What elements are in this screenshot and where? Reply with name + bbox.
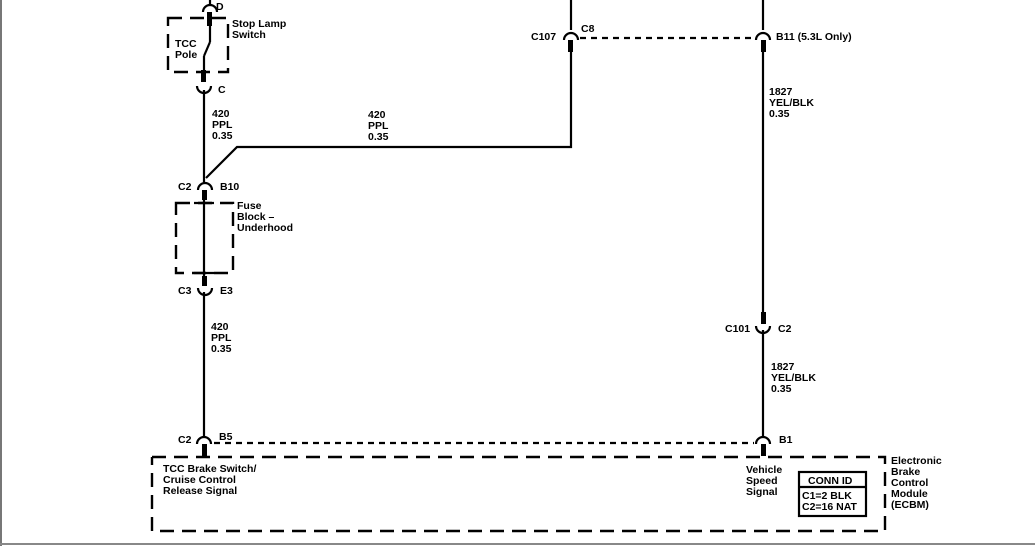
b11-label: B11 (5.3L Only)	[776, 31, 852, 43]
stop-lamp-switch: D Stop Lamp Switch TCC Pole C	[166, 0, 286, 96]
left-border	[0, 0, 2, 546]
pin-d-label: D	[216, 1, 224, 13]
wire-color: PPL	[368, 120, 389, 132]
conn-id-table: CONN ID C1=2 BLK C2=16 NAT	[797, 470, 868, 518]
right-signal-3: Signal	[746, 486, 778, 498]
wire-gauge: 0.35	[769, 108, 790, 120]
wire-circuit: 420	[212, 108, 230, 120]
ecbm-box	[150, 455, 887, 533]
wire-circuit: 420	[368, 109, 386, 121]
connector-pin	[761, 40, 766, 52]
wire-gauge: 0.35	[771, 383, 792, 395]
connector-b11: B11 (5.3L Only)	[754, 0, 852, 52]
connector-symbol	[562, 31, 580, 41]
connector-d-symbol	[201, 3, 219, 13]
wire-circuit: 1827	[771, 361, 795, 373]
b1-label: B1	[779, 434, 793, 446]
pin-d	[207, 12, 212, 26]
connector-pin	[761, 312, 766, 324]
module-label-2: Brake	[891, 466, 920, 478]
switch-label-1: Stop Lamp	[232, 18, 286, 30]
wire-gauge: 0.35	[211, 343, 232, 355]
wire-gauge: 0.35	[212, 130, 233, 142]
conn-id-c2: C2=16 NAT	[802, 501, 858, 513]
wire-color: PPL	[211, 332, 232, 344]
connector-c107: C107 C8	[531, 23, 595, 52]
fuse-block-box	[174, 201, 235, 275]
connector-pin	[202, 276, 207, 286]
b5-label: B5	[219, 431, 233, 443]
connector-pin	[202, 190, 207, 200]
c8-label: C8	[581, 23, 595, 35]
right-signal-1: Vehicle	[746, 464, 782, 476]
switch-blade	[202, 41, 212, 57]
wire-1827-lower: 1827 YEL/BLK 0.35	[761, 330, 816, 436]
c107-label: C107	[531, 31, 556, 43]
wire-circuit: 1827	[769, 86, 793, 98]
connector-b1-symbol	[754, 435, 772, 445]
wire-color: YEL/BLK	[771, 372, 816, 384]
wire-color: PPL	[212, 119, 233, 131]
c101-label: C101	[725, 323, 750, 335]
wire-1827-upper: 1827 YEL/BLK 0.35	[761, 52, 814, 312]
bottom-border	[0, 543, 1035, 545]
wire-color: YEL/BLK	[769, 97, 814, 109]
connector-b10-symbol	[196, 181, 214, 191]
left-signal-2: Cruise Control	[163, 474, 236, 486]
left-signal-3: Release Signal	[163, 485, 237, 497]
module-label-5: (ECBM)	[891, 499, 929, 511]
wire-circuit: 420	[211, 321, 229, 333]
fuse-label-3: Underhood	[237, 222, 293, 234]
c2-label: C2	[178, 181, 192, 193]
pin-c	[201, 70, 206, 82]
ecbm-module: C2 B5 B1 TCC Brake Switch/ Cruise Contro…	[150, 431, 942, 533]
switch-label-2: Switch	[232, 29, 266, 41]
c101-pin-label: C2	[778, 323, 792, 335]
fuse-label-2: Block –	[237, 211, 275, 223]
e3-label: E3	[220, 285, 233, 297]
connector-pin	[761, 444, 766, 456]
module-label-4: Module	[891, 488, 928, 500]
wire-gauge: 0.35	[368, 131, 389, 143]
connector-pin	[202, 444, 207, 456]
connector-symbol	[754, 31, 772, 41]
conn-id-title: CONN ID	[808, 475, 853, 487]
wire-segment	[205, 52, 573, 179]
c2-label: C2	[178, 434, 192, 446]
fuse-label-1: Fuse	[237, 200, 262, 212]
right-signal-2: Speed	[746, 475, 778, 487]
pin-c-label: C	[218, 84, 226, 96]
wire-420-upper: 420 PPL 0.35	[202, 90, 233, 182]
tcc-pole-box	[166, 16, 230, 74]
connector-c101: C101 C2	[725, 312, 792, 335]
module-label-1: Electronic	[891, 455, 942, 467]
conn-id-border	[797, 470, 868, 518]
pole-label-2: Pole	[175, 49, 197, 61]
b10-label: B10	[220, 181, 239, 193]
wire-420-lower: 420 PPL 0.35	[202, 292, 232, 436]
module-label-3: Control	[891, 477, 928, 489]
c3-label: C3	[178, 285, 192, 297]
conn-id-c1: C1=2 BLK	[802, 490, 852, 502]
connector-b5-symbol	[195, 435, 213, 445]
connector-pin	[568, 40, 573, 52]
left-signal-1: TCC Brake Switch/	[163, 463, 256, 475]
wire-420-branch: 420 PPL 0.35	[205, 0, 573, 179]
pole-label-1: TCC	[175, 38, 197, 50]
fuse-block-underhood: C2 B10 Fuse Block – Underhood C3 E3	[174, 181, 293, 297]
